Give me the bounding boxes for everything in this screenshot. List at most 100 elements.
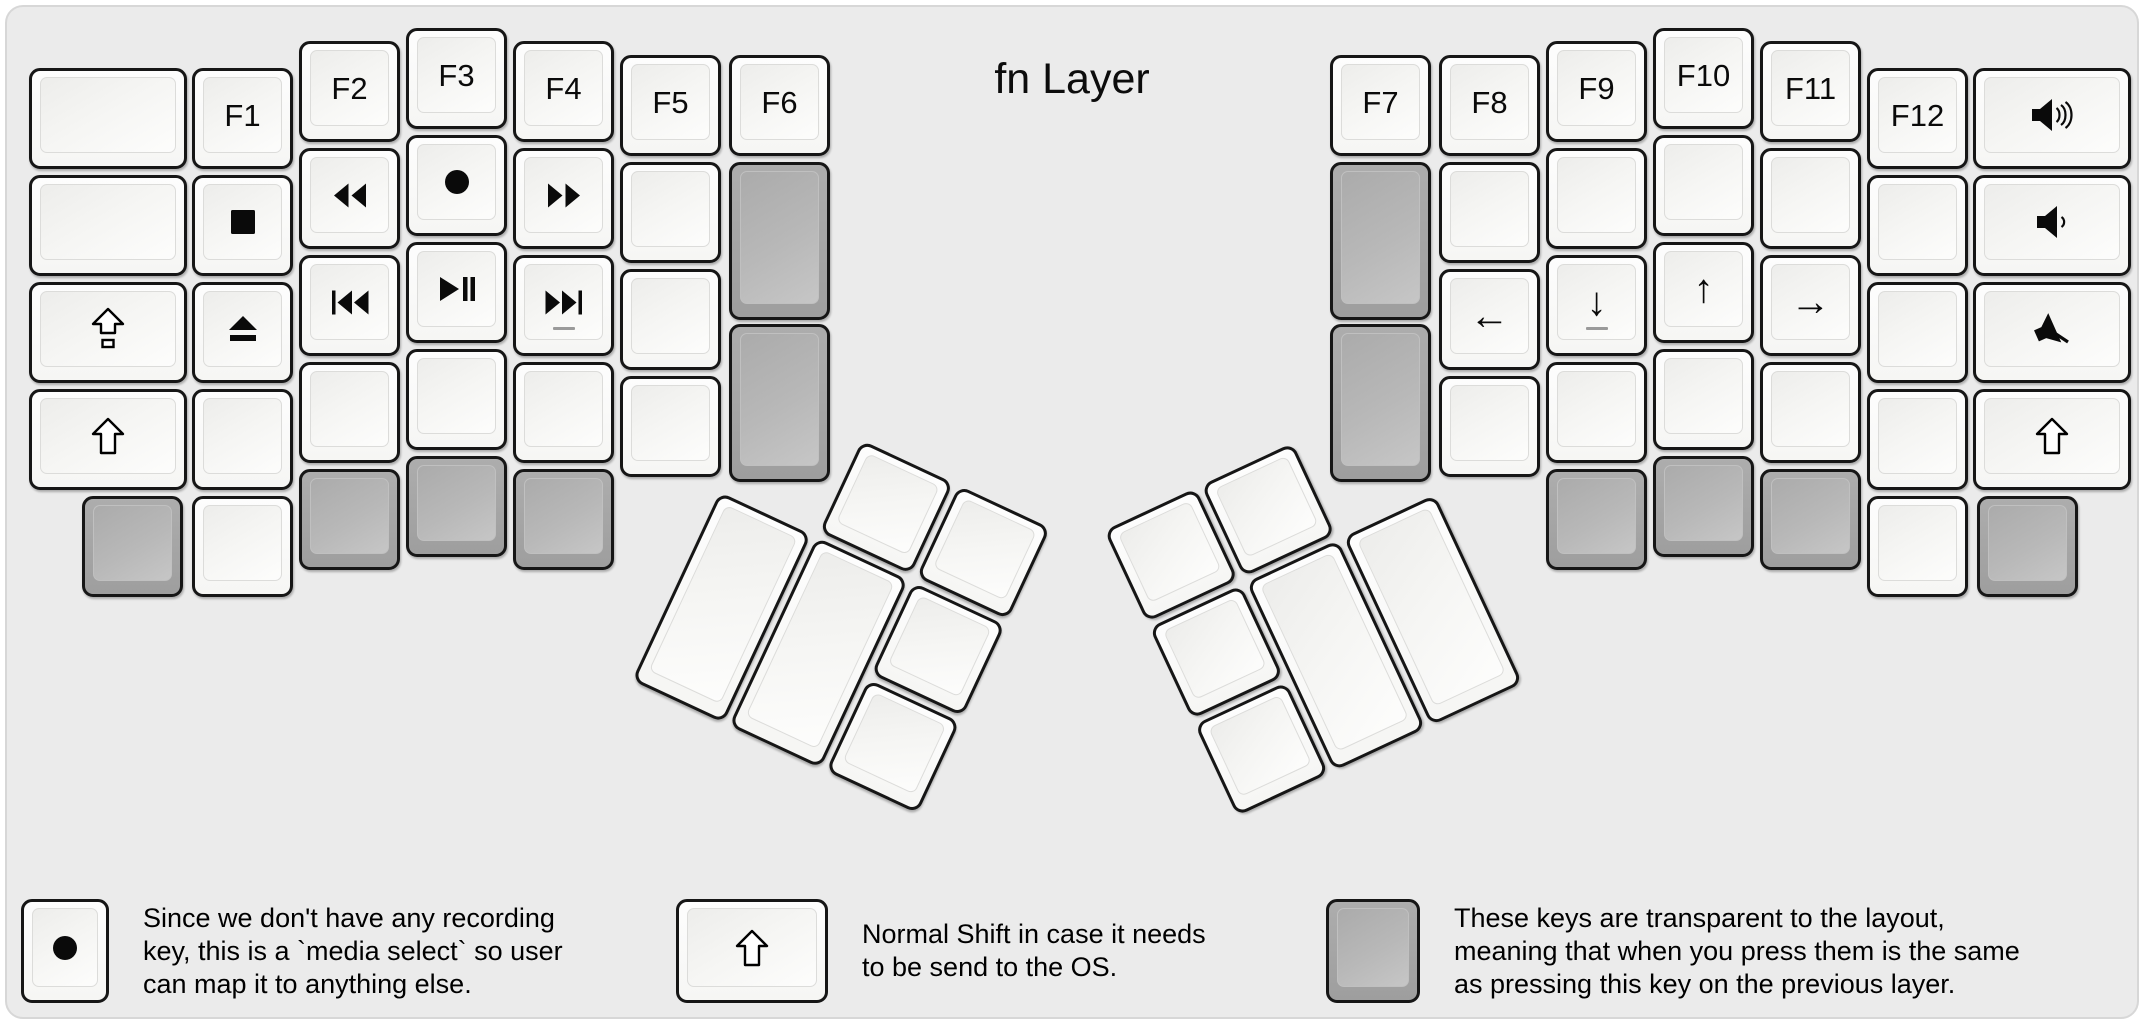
key-right-c1-r2-volume-down[interactable] — [1973, 175, 2131, 276]
key-right-c1-r4-shift[interactable] — [1973, 389, 2131, 490]
key-right-c3-r4-blank[interactable] — [1760, 362, 1861, 463]
key-right-c2-r1-f12[interactable]: F12 — [1867, 68, 1968, 169]
key-right-c5-r4-blank-top — [1557, 371, 1636, 447]
rewind-icon — [331, 182, 368, 209]
key-right-c4-r1-f10[interactable]: F10 — [1653, 28, 1754, 129]
key-right-c4-r2-blank-top — [1664, 144, 1743, 220]
key-left-c6-r4-blank[interactable] — [620, 376, 721, 477]
key-right-c4-r5-transparent[interactable] — [1653, 456, 1754, 557]
key-right-bottom-transparent-top — [1988, 505, 2067, 581]
key-left-c2-r1-f1[interactable]: F1 — [192, 68, 293, 169]
key-right-c3-r3-arrow-right[interactable]: → — [1760, 255, 1861, 356]
key-left-c3-r4-blank[interactable] — [299, 362, 400, 463]
key-left-c1-r4-shift[interactable] — [29, 389, 187, 490]
key-left-c5-r3-skip-forward[interactable] — [513, 255, 614, 356]
homing-dash — [552, 327, 575, 330]
key-left-c2-r1-f1-top: F1 — [203, 77, 282, 153]
key-right-c4-r3-arrow-up[interactable]: ↑ — [1653, 242, 1754, 343]
key-right-c4-r4-blank[interactable] — [1653, 349, 1754, 450]
key-left-c6-r2-blank[interactable] — [620, 162, 721, 263]
key-right-c3-r5-transparent-top — [1771, 478, 1850, 554]
key-left-c7-r3-transparent-tall[interactable] — [729, 324, 830, 482]
key-right-c5-r2-blank[interactable] — [1546, 148, 1647, 249]
key-right-c2-r4-blank[interactable] — [1867, 389, 1968, 490]
key-right-c6-r4-blank[interactable] — [1439, 376, 1540, 477]
key-right-c6-r1-f8[interactable]: F8 — [1439, 55, 1540, 156]
thumb-right-key-3-top — [1163, 597, 1267, 701]
key-left-c3-r3-skip-back[interactable] — [299, 255, 400, 356]
key-right-c2-r3-blank[interactable] — [1867, 282, 1968, 383]
key-label: F4 — [545, 70, 582, 106]
key-right-c7-r2-transparent-tall[interactable] — [1330, 162, 1431, 320]
key-left-c7-r1-f6[interactable]: F6 — [729, 55, 830, 156]
key-left-c6-r1-f5[interactable]: F5 — [620, 55, 721, 156]
key-right-c4-r3-arrow-up-top: ↑ — [1664, 251, 1743, 327]
key-left-c7-r2-transparent-tall-top — [740, 171, 819, 304]
key-right-c5-r4-blank[interactable] — [1546, 362, 1647, 463]
key-right-c1-r1-volume-up-top — [1984, 77, 2120, 153]
key-left-c3-r1-f2[interactable]: F2 — [299, 41, 400, 142]
key-left-c1-r2-blank[interactable] — [29, 175, 187, 276]
volume-mute-icon — [2032, 310, 2072, 348]
key-left-c1-r3-capslock[interactable] — [29, 282, 187, 383]
key-right-c5-r3-arrow-down[interactable]: ↓ — [1546, 255, 1647, 356]
key-left-c7-r1-f6-top: F6 — [740, 64, 819, 140]
legend-shift-key — [676, 899, 828, 1003]
key-left-c4-r1-f3[interactable]: F3 — [406, 28, 507, 129]
key-left-c6-r3-blank[interactable] — [620, 269, 721, 370]
key-left-c4-r5-transparent[interactable] — [406, 456, 507, 557]
key-left-c2-r5-blank[interactable] — [192, 496, 293, 597]
key-right-c5-r1-f9[interactable]: F9 — [1546, 41, 1647, 142]
key-left-bottom-transparent[interactable] — [82, 496, 183, 597]
key-right-c1-r3-volume-mute[interactable] — [1973, 282, 2131, 383]
volume-down-icon — [2034, 204, 2070, 240]
thumb-left-key-2-top — [932, 498, 1037, 601]
key-left-c5-r5-transparent[interactable] — [513, 469, 614, 570]
key-right-c7-r3-transparent-tall[interactable] — [1330, 324, 1431, 482]
key-right-c2-r2-blank[interactable] — [1867, 175, 1968, 276]
key-left-bottom-transparent-top — [93, 505, 172, 581]
key-right-c2-r5-blank-top — [1878, 505, 1957, 581]
key-right-c2-r3-blank-top — [1878, 291, 1957, 367]
shift-icon — [735, 929, 769, 967]
key-left-c5-r2-fast-forward[interactable] — [513, 148, 614, 249]
key-right-c1-r4-shift-top — [1984, 398, 2120, 474]
key-left-c7-r2-transparent-tall[interactable] — [729, 162, 830, 320]
key-left-c2-r5-blank-top — [203, 505, 282, 581]
key-left-c4-r1-f3-top: F3 — [417, 37, 496, 113]
key-left-c5-r1-f4[interactable]: F4 — [513, 41, 614, 142]
key-left-c4-r2-record[interactable] — [406, 135, 507, 236]
key-right-c7-r1-f7[interactable]: F7 — [1330, 55, 1431, 156]
key-left-c4-r4-blank[interactable] — [406, 349, 507, 450]
key-right-c6-r3-arrow-left-top: ← — [1450, 278, 1529, 354]
key-right-c6-r2-blank[interactable] — [1439, 162, 1540, 263]
key-right-c4-r2-blank[interactable] — [1653, 135, 1754, 236]
key-left-c2-r3-eject[interactable] — [192, 282, 293, 383]
key-label: F11 — [1784, 70, 1837, 106]
key-right-c1-r1-volume-up[interactable] — [1973, 68, 2131, 169]
key-right-bottom-transparent[interactable] — [1977, 496, 2078, 597]
key-right-c6-r3-arrow-left[interactable]: ← — [1439, 269, 1540, 370]
thumb-left-key-5-top — [887, 595, 992, 698]
key-left-c3-r5-transparent[interactable] — [299, 469, 400, 570]
key-right-c5-r5-transparent[interactable] — [1546, 469, 1647, 570]
key-left-c3-r1-f2-top: F2 — [310, 50, 389, 126]
key-left-c5-r1-f4-top: F4 — [524, 50, 603, 126]
key-left-c3-r2-rewind[interactable] — [299, 148, 400, 249]
key-right-c1-r3-volume-mute-top — [1984, 291, 2120, 367]
key-left-c4-r3-play-pause[interactable] — [406, 242, 507, 343]
key-right-c3-r2-blank[interactable] — [1760, 148, 1861, 249]
key-left-c5-r4-blank[interactable] — [513, 362, 614, 463]
key-left-c3-r2-rewind-top — [310, 157, 389, 233]
key-right-c3-r2-blank-top — [1771, 157, 1850, 233]
key-left-c1-r1-blank[interactable] — [29, 68, 187, 169]
key-right-c3-r5-transparent[interactable] — [1760, 469, 1861, 570]
skip-forward-icon — [544, 289, 584, 316]
key-left-c2-r2-stop[interactable] — [192, 175, 293, 276]
legend-item-record: Since we don't have any recording key, t… — [21, 898, 563, 1004]
key-right-c3-r1-f11[interactable]: F11 — [1760, 41, 1861, 142]
key-right-c2-r5-blank[interactable] — [1867, 496, 1968, 597]
arrow-up-icon: ↑ — [1693, 267, 1714, 311]
key-left-c2-r4-blank[interactable] — [192, 389, 293, 490]
